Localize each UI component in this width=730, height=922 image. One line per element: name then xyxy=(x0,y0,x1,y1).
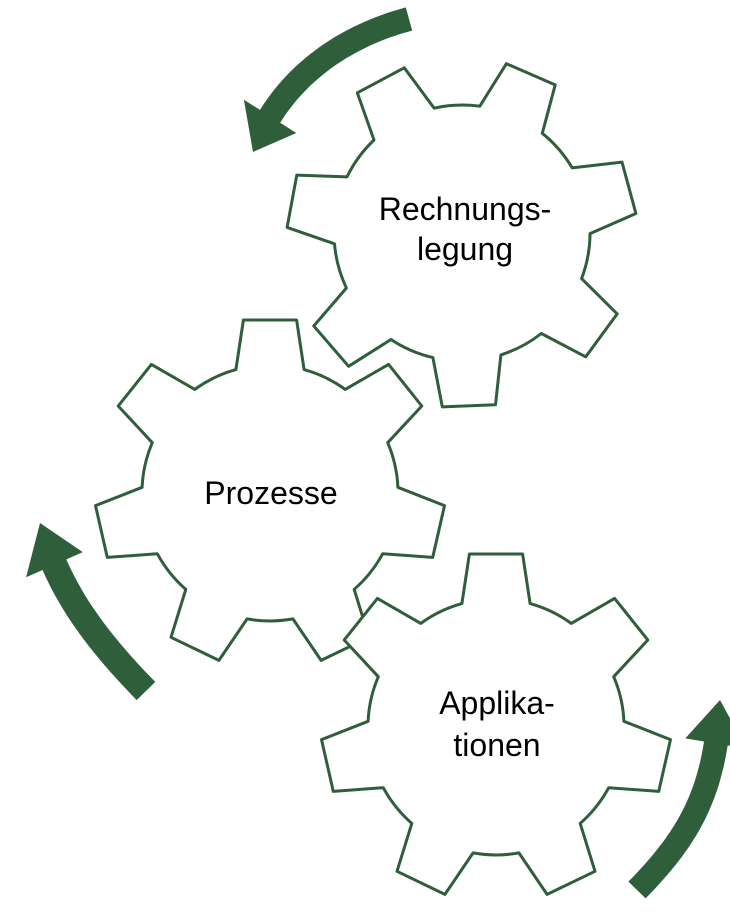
arrow-left-icon xyxy=(26,523,156,701)
gear-prozesse: Prozesse xyxy=(94,318,446,662)
arrow-bottom-right-icon xyxy=(628,700,730,899)
gear-icon xyxy=(94,318,446,662)
gear-label-line: tionen xyxy=(453,727,540,763)
arrow-top-icon xyxy=(243,7,413,153)
gear-icon xyxy=(320,552,672,896)
gear-label-line: legung xyxy=(417,231,513,267)
gear-applikationen: Applika-tionen xyxy=(320,552,672,896)
gear-label-line: Applika- xyxy=(439,685,555,721)
gear-icon xyxy=(285,62,638,409)
gear-rechnungslegung: Rechnungs-legung xyxy=(285,62,638,409)
gear-label-line: Rechnungs- xyxy=(379,191,552,227)
gear-label-line: Prozesse xyxy=(204,475,337,511)
